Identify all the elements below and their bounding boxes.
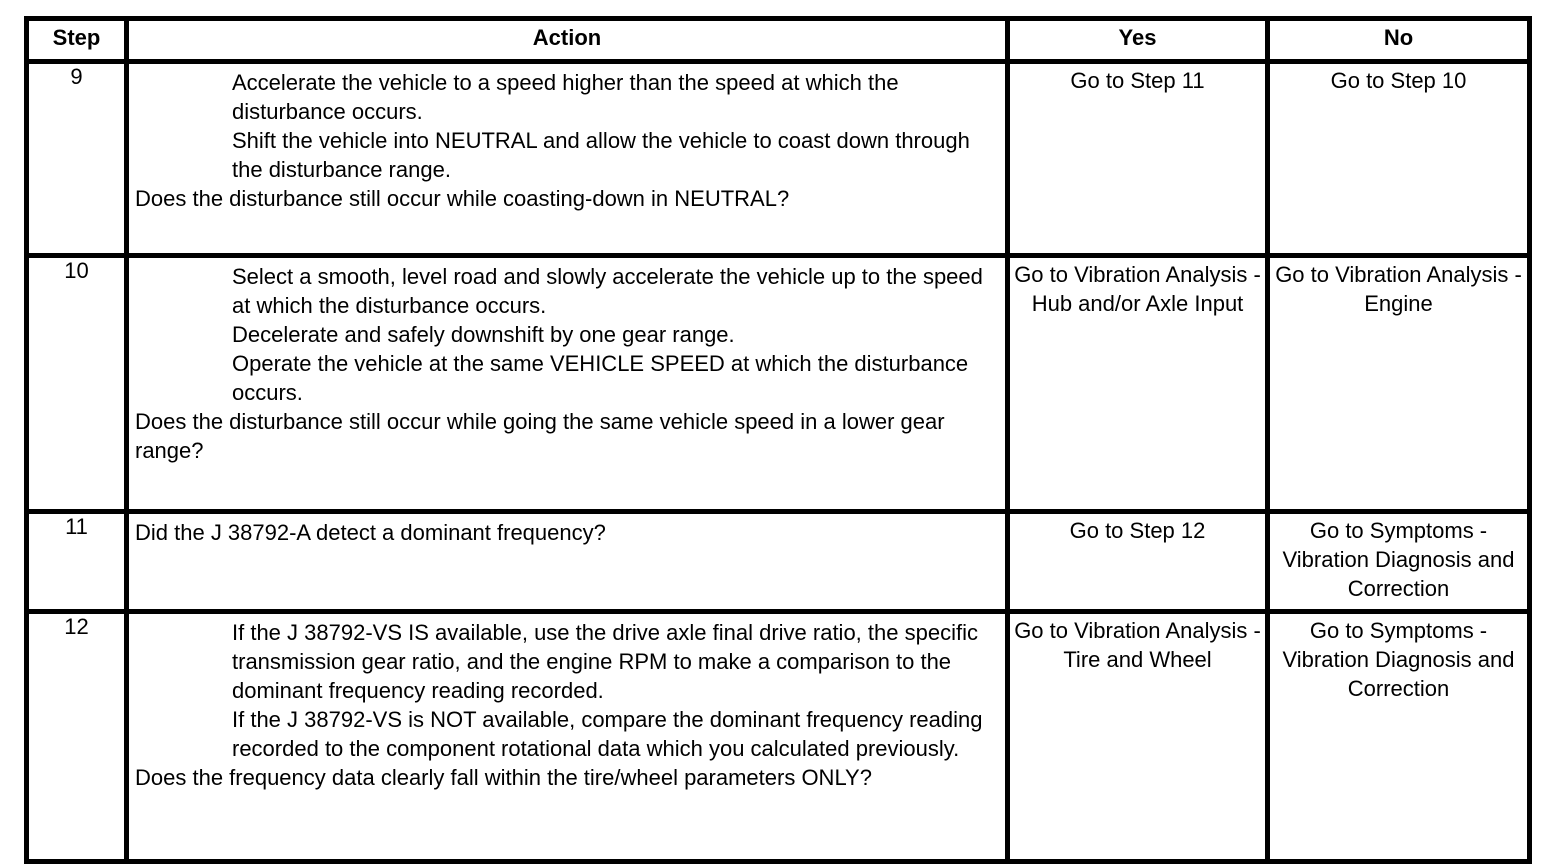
instruction-text: Select a smooth, level road and slowly a… — [232, 264, 983, 318]
outcome-text: Go to Symptoms - Vibration Diagnosis and… — [1282, 518, 1515, 601]
instruction-text: If the J 38792-VS IS available, use the … — [232, 620, 978, 703]
outcome-text: Go to Vibration Analysis - Engine — [1275, 262, 1522, 316]
action-cell: If the J 38792-VS IS available, use the … — [124, 609, 1010, 864]
header-yes: Yes — [1005, 16, 1270, 64]
action-cell: Did the J 38792-A detect a dominant freq… — [124, 509, 1010, 614]
action-cell: Select a smooth, level road and slowly a… — [124, 253, 1010, 514]
yes-cell: Go to Step 12 — [1005, 509, 1270, 614]
table-row-step-11: 11 Did the J 38792-A detect a dominant f… — [24, 509, 1532, 614]
yes-cell: Go to Step 11 — [1005, 59, 1270, 258]
header-step: Step — [24, 16, 129, 64]
no-cell: Go to Symptoms - Vibration Diagnosis and… — [1265, 509, 1532, 614]
no-cell: Go to Step 10 — [1265, 59, 1532, 258]
instruction-text: Decelerate and safely downshift by one g… — [232, 322, 735, 347]
step-number: 9 — [24, 59, 129, 258]
outcome-text: Go to Symptoms - Vibration Diagnosis and… — [1282, 618, 1515, 701]
step-number: 10 — [24, 253, 129, 514]
instructions-block: If the J 38792-VS IS available, use the … — [135, 618, 999, 763]
instruction-text: If the J 38792-VS is NOT available, comp… — [232, 707, 983, 761]
step-number: 12 — [24, 609, 129, 864]
table-row-step-12: 12 If the J 38792-VS IS available, use t… — [24, 609, 1532, 864]
yes-cell: Go to Vibration Analysis - Tire and Whee… — [1005, 609, 1270, 864]
step-number: 11 — [24, 509, 129, 614]
question-text: Does the disturbance still occur while c… — [135, 186, 790, 211]
question-text: Does the disturbance still occur while g… — [135, 409, 945, 463]
outcome-text: Go to Step 12 — [1069, 518, 1206, 543]
outcome-text: Go to Vibration Analysis - Tire and Whee… — [1014, 618, 1261, 672]
table-row-step-10: 10 Select a smooth, level road and slowl… — [24, 253, 1532, 514]
diagnostic-table: Step Action Yes No 9 Accelerate the vehi… — [24, 16, 1532, 864]
outcome-text: Go to Vibration Analysis - Hub and/or Ax… — [1014, 262, 1261, 316]
no-cell: Go to Vibration Analysis - Engine — [1265, 253, 1532, 514]
header-no: No — [1265, 16, 1532, 64]
header-action: Action — [124, 16, 1010, 64]
instructions-block: Select a smooth, level road and slowly a… — [135, 262, 999, 407]
action-cell: Accelerate the vehicle to a speed higher… — [124, 59, 1010, 258]
instruction-text: Operate the vehicle at the same VEHICLE … — [232, 351, 969, 405]
question-text: Did the J 38792-A detect a dominant freq… — [135, 520, 606, 545]
instruction-text: Accelerate the vehicle to a speed higher… — [232, 70, 899, 124]
table-row-step-9: 9 Accelerate the vehicle to a speed high… — [24, 59, 1532, 258]
yes-cell: Go to Vibration Analysis - Hub and/or Ax… — [1005, 253, 1270, 514]
instructions-block: Accelerate the vehicle to a speed higher… — [135, 68, 999, 184]
outcome-text: Go to Step 10 — [1330, 68, 1467, 93]
no-cell: Go to Symptoms - Vibration Diagnosis and… — [1265, 609, 1532, 864]
outcome-text: Go to Step 11 — [1070, 68, 1205, 93]
instruction-text: Shift the vehicle into NEUTRAL and allow… — [232, 128, 970, 182]
table-header-row: Step Action Yes No — [24, 16, 1532, 64]
question-text: Does the frequency data clearly fall wit… — [135, 765, 872, 790]
